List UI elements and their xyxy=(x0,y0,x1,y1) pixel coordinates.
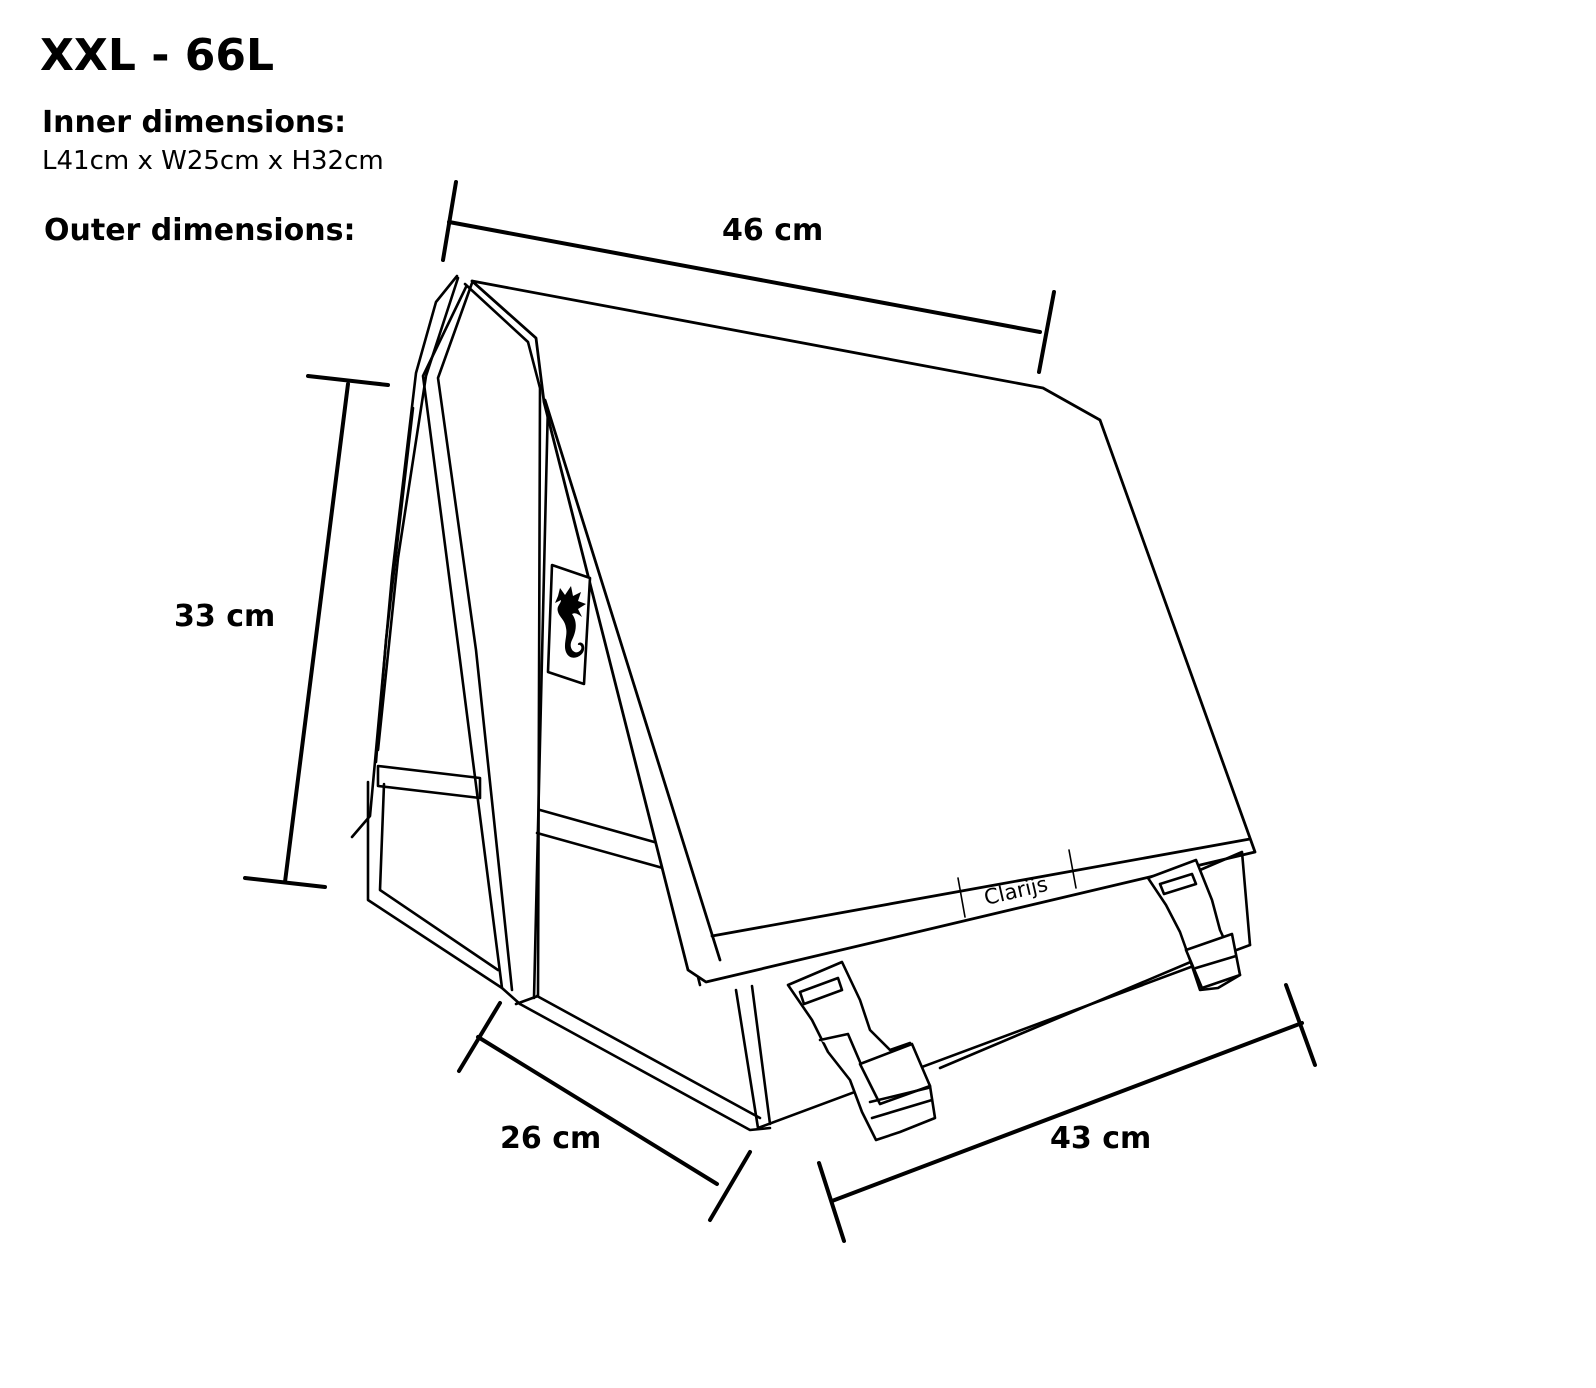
dimension-line-depth xyxy=(457,1001,752,1222)
size-title: XXL - 66L xyxy=(40,30,275,81)
bag-front-body xyxy=(734,850,1252,1130)
bottom-length-label: 43 cm xyxy=(1050,1121,1152,1156)
height-label: 33 cm xyxy=(174,599,276,634)
bag-flap xyxy=(470,279,1257,984)
buckle-left-icon xyxy=(786,960,937,1142)
bag-left-side-panel xyxy=(350,274,522,1006)
seahorse-icon xyxy=(555,586,586,658)
dimension-line-height xyxy=(243,374,390,889)
dimension-line-length xyxy=(817,983,1317,1243)
dimension-line-top-width xyxy=(441,180,1056,374)
inner-dimensions-values: L41cm x W25cm x H32cm xyxy=(42,146,384,176)
buckle-right-icon xyxy=(1146,858,1242,992)
depth-label: 26 cm xyxy=(500,1121,602,1156)
top-width-label: 46 cm xyxy=(722,213,824,248)
outer-dimensions-heading: Outer dimensions: xyxy=(44,213,356,248)
inner-dimensions-heading: Inner dimensions: xyxy=(42,105,347,140)
seahorse-logo-patch xyxy=(546,563,592,686)
